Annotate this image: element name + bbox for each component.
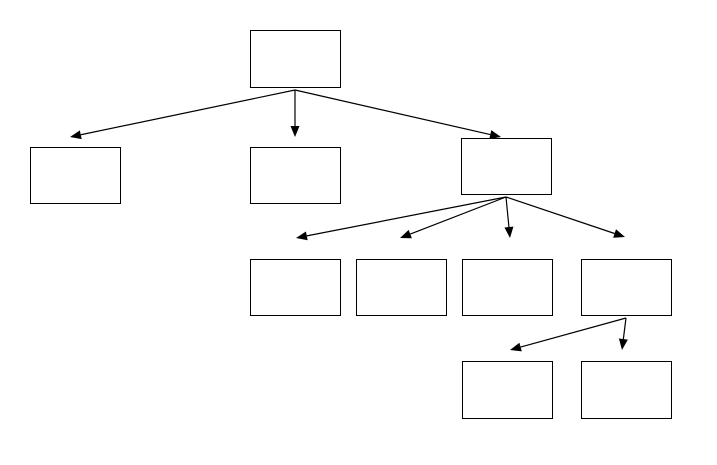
edge-line (520, 317, 627, 348)
edge-root-to-child-right (294, 89, 501, 139)
arrowhead-icon (510, 342, 522, 352)
edge-line (80, 89, 296, 136)
edges-layer (70, 89, 628, 352)
node-grandchild-3 (462, 259, 553, 316)
node-box (462, 259, 553, 316)
node-box (250, 259, 341, 316)
nodes-layer (30, 30, 672, 419)
node-box (30, 147, 121, 204)
arrowhead-icon (613, 229, 625, 238)
edge-line (306, 196, 507, 237)
node-grandchild-4 (581, 259, 672, 316)
node-child-left (30, 147, 121, 204)
edge-line (622, 317, 627, 340)
node-grandchild-1 (250, 259, 341, 316)
arrowhead-icon (504, 226, 514, 238)
node-box (581, 361, 672, 419)
arrowhead-icon (489, 130, 501, 139)
node-box (581, 259, 672, 316)
edge-line (410, 196, 507, 235)
edge-root-to-child-left (70, 89, 296, 140)
node-box (461, 138, 552, 195)
edge-grandchild-4-to-great-grandchild-1 (510, 317, 627, 352)
node-box (356, 259, 447, 316)
arrowhead-icon (296, 231, 308, 241)
edge-child-right-to-grandchild-4 (505, 196, 625, 238)
arrowhead-icon (70, 130, 82, 140)
edge-grandchild-4-to-great-grandchild-2 (618, 317, 628, 350)
arrowhead-icon (618, 338, 628, 350)
edge-child-right-to-grandchild-2 (400, 196, 507, 239)
node-great-grandchild-1 (462, 361, 553, 419)
edge-child-right-to-grandchild-1 (296, 196, 507, 241)
edge-line (505, 196, 615, 235)
node-box (250, 147, 341, 204)
edge-root-to-child-middle (290, 90, 300, 137)
arrowhead-icon (290, 126, 300, 137)
edge-line (294, 89, 491, 136)
edge-line (505, 196, 510, 228)
node-child-right (461, 138, 552, 195)
node-great-grandchild-2 (581, 361, 672, 419)
node-box (462, 361, 553, 419)
node-root (250, 30, 341, 88)
arrowhead-icon (400, 229, 412, 239)
node-child-middle (250, 147, 341, 204)
edge-child-right-to-grandchild-3 (504, 196, 514, 238)
node-grandchild-2 (356, 259, 447, 316)
node-box (250, 30, 341, 88)
